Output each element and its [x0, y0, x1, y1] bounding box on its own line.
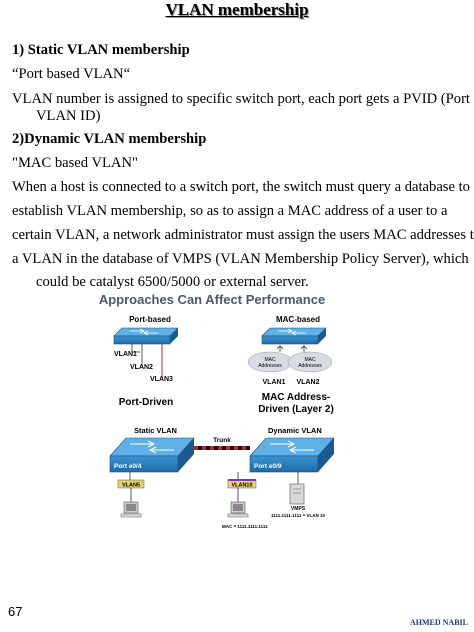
server-icon: [289, 483, 305, 505]
dynamic-desc-line-5: could be catalyst 6500/5000 or external …: [36, 274, 309, 290]
mac-based-label: MAC-based: [276, 315, 320, 324]
author-label: AHMED NABIL: [409, 618, 468, 627]
dynamic-desc-line-3: certain VLAN, a network administrator mu…: [12, 227, 474, 243]
static-heading: 1) Static VLAN membership: [12, 42, 190, 58]
dynamic-heading: 2)Dynamic VLAN membership: [12, 131, 207, 147]
mac-vlan1-label: VLAN1: [263, 379, 286, 386]
port-vlan3-label: VLAN3: [150, 376, 173, 383]
pc-icon: [120, 501, 142, 518]
mac-entry-label: MAC = 1111.1111.1111: [222, 524, 268, 529]
static-desc-line-2: VLAN ID): [36, 108, 101, 124]
vlan10-label: VLAN10: [231, 483, 252, 489]
dynamic-vlan-label: Dynamic VLAN: [268, 426, 322, 435]
pc-icon: [227, 501, 249, 518]
vmps-entry-label: 1111.1111.1111 = VLAN 10: [271, 513, 325, 518]
mac-driven-label-1: MAC Address-: [262, 392, 331, 403]
mac-vlan2-label: VLAN2: [297, 379, 320, 386]
figure-title: Approaches Can Affect Performance: [99, 292, 325, 307]
static-vlan-switch-icon: [109, 437, 195, 473]
page-title: VLAN membership: [165, 0, 309, 19]
dynamic-quote: "MAC based VLAN": [12, 155, 138, 171]
trunk-label: Trunk: [213, 437, 231, 444]
port-driven-label: Port-Driven: [119, 397, 173, 408]
port-vlan2-label: VLAN2: [130, 364, 153, 371]
dynamic-desc-line-4: a VLAN in the database of VMPS (VLAN Mem…: [12, 251, 469, 267]
vlan-approaches-figure: Approaches Can Affect Performance Port-b…: [99, 292, 335, 529]
port-e04-label: Port e0/4: [114, 463, 142, 470]
mac-based-switch-icon: [261, 327, 327, 345]
page-number: 67: [8, 604, 23, 619]
dynamic-desc-line-2: establish VLAN membership, so as to assi…: [12, 203, 448, 219]
port-based-switch-icon: [113, 327, 179, 345]
port-based-label: Port-based: [129, 315, 171, 324]
mac-driven-label-2: Driven (Layer 2): [258, 404, 334, 415]
static-vlan-label: Static VLAN: [134, 426, 177, 435]
static-quote: “Port based VLAN“: [12, 66, 131, 82]
dynamic-vlan-switch-icon: [249, 437, 335, 473]
static-desc-line-1: VLAN number is assigned to specific swit…: [12, 91, 470, 107]
port-vlan1-label: VLAN1: [114, 351, 137, 358]
port-e09-label: Port e0/9: [254, 463, 282, 470]
dynamic-desc-line-1: When a host is connected to a switch por…: [12, 179, 470, 195]
vlan5-label: VLAN5: [122, 483, 140, 489]
mac-addresses-cloud-icon: [247, 351, 333, 373]
vmps-label: VMPS: [291, 506, 306, 512]
